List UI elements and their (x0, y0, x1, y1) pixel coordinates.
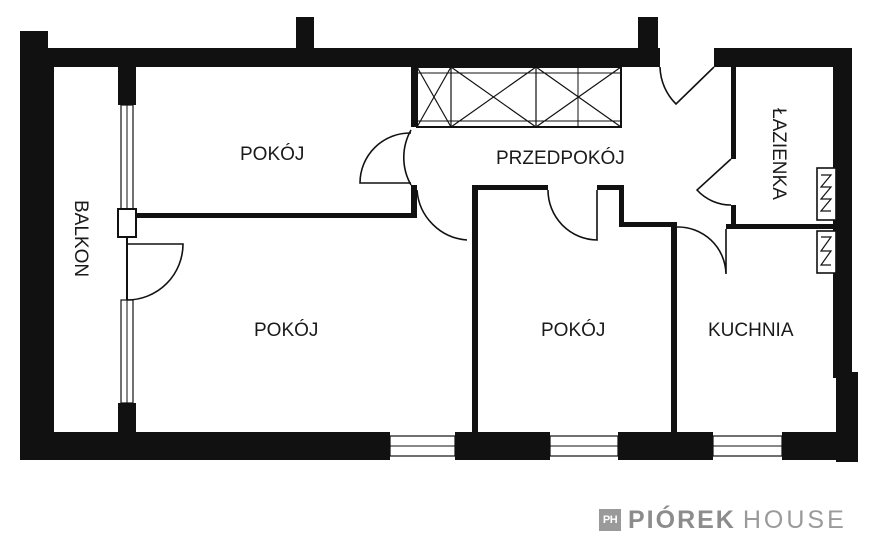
bottom-windows (389, 435, 783, 457)
room-label-lazienka: ŁAZIENKA (768, 108, 789, 200)
balcony-windows (117, 104, 137, 404)
doors (359, 66, 732, 275)
ventilation-shafts (816, 167, 837, 274)
wardrobe (416, 66, 622, 128)
room-label-przedpokoj: PRZEDPOKÓJ (496, 147, 625, 169)
logo-brand-bold: PIÓREK (628, 505, 736, 534)
room-label-pokoj-middle: POKÓJ (541, 319, 605, 341)
balcony-door (126, 243, 184, 301)
room-label-balkon: BALKON (70, 200, 91, 277)
watermark-logo: PH PIÓREK HOUSE (599, 503, 847, 537)
room-label-pokoj-top-left: POKÓJ (240, 143, 304, 165)
logo-badge-icon: PH (599, 509, 621, 531)
room-label-kuchnia: KUCHNIA (708, 320, 794, 341)
room-label-pokoj-large: POKÓJ (254, 319, 318, 341)
exterior-walls (20, 17, 858, 462)
interior-walls (136, 67, 836, 435)
logo-brand-light: HOUSE (742, 505, 847, 534)
